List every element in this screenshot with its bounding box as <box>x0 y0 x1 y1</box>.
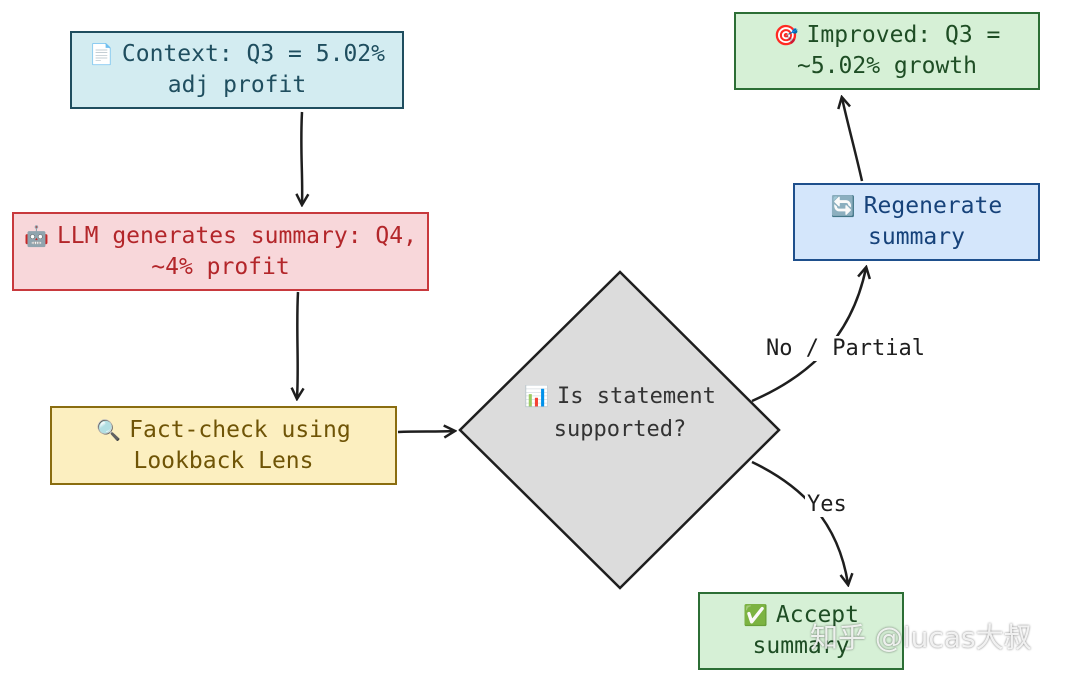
arrow-decision-to-regenerate <box>751 268 866 403</box>
checkmark-icon: ✅ <box>743 603 768 627</box>
edge-label-no-partial: No / Partial <box>764 336 927 361</box>
llm-text: LLM generates summary: Q4, ~4% profit <box>56 222 417 280</box>
regenerate-node[interactable]: 🔄 Regenerate summary <box>793 183 1040 261</box>
robot-icon: 🤖 <box>24 223 49 248</box>
improved-text: Improved: Q3 = ~5.02% growth <box>796 22 1001 79</box>
watermark: 知乎 @lucas大叔 <box>810 621 1032 654</box>
context-node[interactable]: 📄 Context: Q3 = 5.02% adj profit <box>70 31 404 109</box>
document-icon: 📄 <box>88 42 114 66</box>
regenerate-text: Regenerate summary <box>863 193 1003 250</box>
decision-diamond[interactable] <box>458 270 781 590</box>
llm-generate-node[interactable]: 🤖 LLM generates summary: Q4, ~4% profit <box>12 212 429 291</box>
refresh-icon: 🔄 <box>830 194 856 218</box>
edge-label-yes: Yes <box>805 492 849 517</box>
accept-text: Accept summary <box>752 602 859 659</box>
bar-chart-icon: 📊 <box>524 384 549 408</box>
accept-node[interactable]: ✅Accept summary <box>698 592 904 670</box>
arrow-llm-to-factcheck <box>297 291 298 398</box>
arrow-regenerate-to-improved <box>842 98 864 182</box>
decision-text: Is statement supported? <box>553 384 716 442</box>
improved-node[interactable]: 🎯Improved: Q3 = ~5.02% growth <box>734 12 1040 90</box>
arrow-context-to-llm <box>301 111 302 204</box>
factcheck-node[interactable]: 🔍 Fact-check using Lookback Lens <box>50 406 397 485</box>
arrow-factcheck-to-decision <box>397 431 454 432</box>
factcheck-text: Fact-check using Lookback Lens <box>129 416 351 474</box>
magnifier-icon: 🔍 <box>96 417 122 442</box>
decision-label: 📊Is statement supported? <box>515 380 725 446</box>
arrow-decision-to-accept <box>751 460 848 584</box>
target-icon: 🎯 <box>773 23 799 47</box>
context-text: Context: Q3 = 5.02% adj profit <box>121 41 385 98</box>
